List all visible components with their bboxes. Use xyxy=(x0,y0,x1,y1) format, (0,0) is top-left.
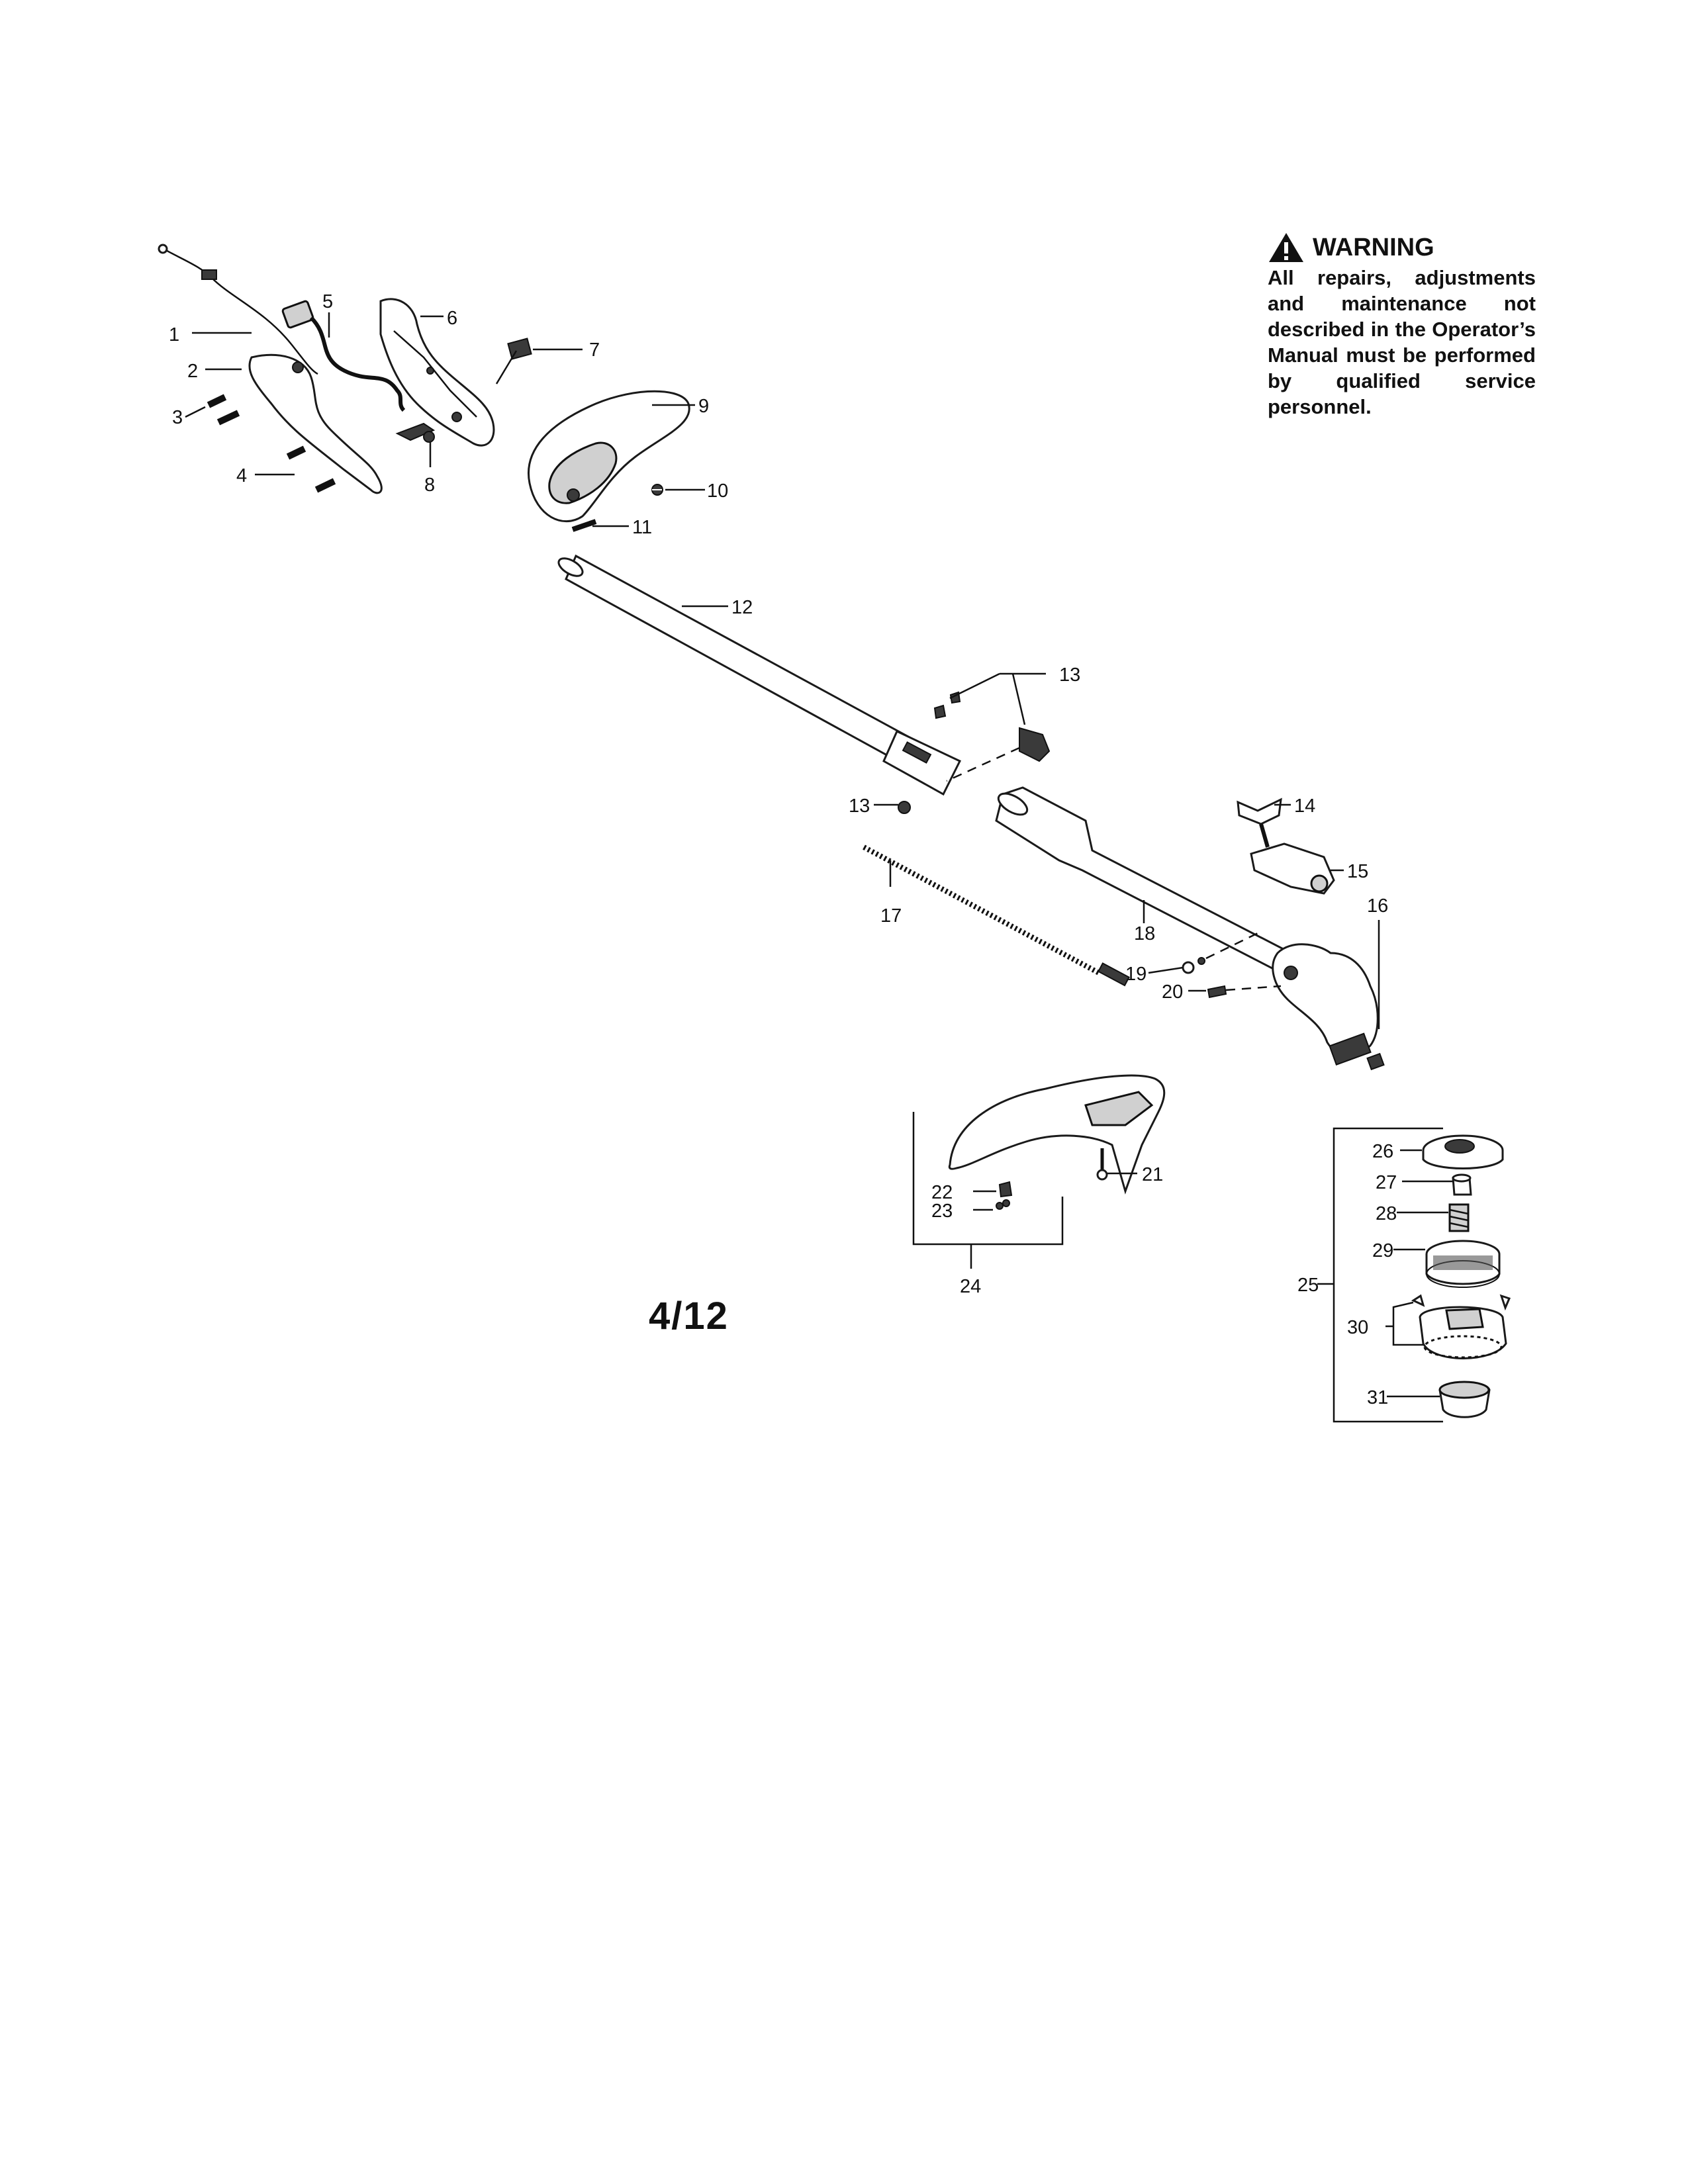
callout-12: 12 xyxy=(731,597,753,618)
throttle-trigger xyxy=(395,422,436,443)
callout-29: 29 xyxy=(1372,1240,1393,1261)
coupler-knob xyxy=(946,727,1051,782)
rear-handle-guard xyxy=(528,390,690,523)
callout-13-lower: 13 xyxy=(849,796,870,817)
callout-9: 9 xyxy=(698,396,709,417)
handle-housing-left xyxy=(248,353,383,494)
callout-8: 8 xyxy=(424,475,435,496)
callout-17: 17 xyxy=(880,905,902,927)
screws-4 xyxy=(286,445,336,493)
throttle-cable xyxy=(158,244,318,375)
shield-screw-21 xyxy=(1096,1148,1108,1181)
coupler-pins xyxy=(933,691,961,719)
callout-23: 23 xyxy=(931,1201,953,1222)
line-cutter-22 xyxy=(998,1181,1013,1198)
ignition-wire xyxy=(281,300,406,412)
stop-switch xyxy=(507,338,532,360)
callout-13-top: 13 xyxy=(1059,664,1080,686)
callout-14: 14 xyxy=(1294,796,1315,817)
page-number: 4/12 xyxy=(649,1295,729,1338)
callout-27: 27 xyxy=(1376,1172,1397,1193)
shaft-bracket xyxy=(1250,842,1335,895)
bump-knob-31 xyxy=(1438,1381,1491,1418)
callout-24: 24 xyxy=(960,1276,981,1297)
callout-22: 22 xyxy=(931,1182,953,1203)
spring-28 xyxy=(1448,1203,1470,1232)
callout-26: 26 xyxy=(1372,1141,1393,1162)
coupler-nut xyxy=(898,801,911,814)
callout-21: 21 xyxy=(1142,1164,1163,1185)
screw-11 xyxy=(571,519,597,532)
callout-5: 5 xyxy=(322,291,333,312)
upper-shaft xyxy=(557,554,962,796)
handle-housing-right xyxy=(379,298,495,447)
callout-20: 20 xyxy=(1162,981,1183,1003)
screws-23 xyxy=(996,1199,1010,1210)
callout-19: 19 xyxy=(1125,964,1147,985)
leader-lines xyxy=(185,312,1453,1423)
callout-15: 15 xyxy=(1347,861,1368,882)
grass-shield xyxy=(948,1074,1166,1195)
wing-bolt xyxy=(1237,797,1282,848)
warning-triangle-icon xyxy=(1269,233,1303,262)
warning-title: WARNING xyxy=(1313,233,1434,261)
spool-29 xyxy=(1425,1240,1501,1288)
gear-head xyxy=(1272,943,1385,1071)
callout-16: 16 xyxy=(1367,895,1388,917)
callout-10: 10 xyxy=(707,480,728,502)
callout-1: 1 xyxy=(169,324,179,345)
callout-7: 7 xyxy=(589,340,600,361)
flex-drive-shaft xyxy=(863,844,1130,987)
screws-3 xyxy=(207,394,240,426)
callout-3: 3 xyxy=(172,407,183,428)
callout-2: 2 xyxy=(187,361,198,382)
callout-labels: 1 2 3 4 5 6 7 8 9 10 11 12 13 13 14 15 1… xyxy=(169,291,1397,1408)
warning-notice: WARNING All repairs, adjustments and mai… xyxy=(1268,232,1536,420)
callout-31: 31 xyxy=(1367,1387,1388,1408)
callout-4: 4 xyxy=(236,465,247,486)
spool-cover-26 xyxy=(1422,1134,1504,1169)
callout-30: 30 xyxy=(1347,1317,1368,1338)
screw-10 xyxy=(651,484,663,496)
callout-11: 11 xyxy=(632,517,652,538)
callout-18: 18 xyxy=(1134,923,1155,944)
housing-30 xyxy=(1411,1294,1511,1359)
eyelet-27 xyxy=(1452,1173,1472,1196)
warning-text: All repairs, adjustments and maintenance… xyxy=(1268,266,1536,418)
callout-25: 25 xyxy=(1297,1275,1319,1296)
warning-header: WARNING xyxy=(1268,232,1536,263)
callout-28: 28 xyxy=(1376,1203,1397,1224)
fastener-20 xyxy=(1207,985,1282,999)
callout-6: 6 xyxy=(447,308,457,329)
